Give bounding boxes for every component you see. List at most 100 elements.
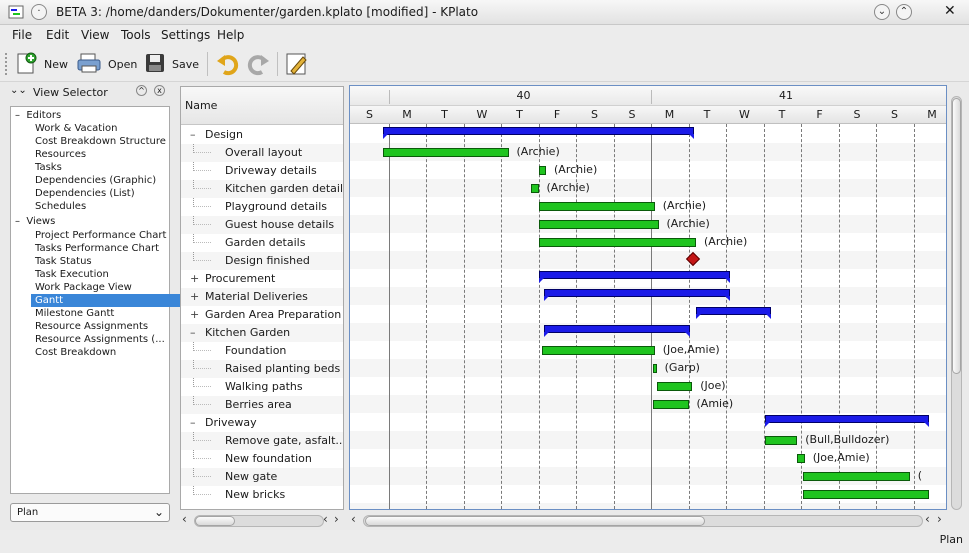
- gantt-task-bar[interactable]: [797, 454, 805, 463]
- gantt-task-bar[interactable]: [652, 400, 689, 409]
- view-item[interactable]: Work & Vacation: [35, 123, 118, 134]
- close-panel-icon[interactable]: x: [154, 85, 165, 96]
- task-row[interactable]: Raised planting beds: [181, 360, 343, 378]
- gantt-task-bar[interactable]: [802, 490, 929, 499]
- gantt-task-bar[interactable]: [531, 184, 539, 193]
- expand-icon[interactable]: +: [190, 290, 200, 303]
- scroll-left-icon[interactable]: ‹: [925, 512, 930, 526]
- gantt-task-bar[interactable]: [542, 346, 655, 355]
- gantt-hscroll[interactable]: ‹ ‹ ›: [351, 512, 949, 528]
- float-icon[interactable]: ^: [136, 85, 147, 96]
- view-item[interactable]: Dependencies (Graphic): [35, 175, 157, 186]
- column-header-name[interactable]: Name: [181, 87, 343, 125]
- task-row[interactable]: Driveway details: [181, 162, 343, 180]
- view-item[interactable]: Resources: [35, 149, 87, 160]
- gantt-task-bar[interactable]: [538, 202, 655, 211]
- app-icon[interactable]: [8, 4, 24, 20]
- open-button[interactable]: Open: [76, 50, 137, 78]
- collapse-icon[interactable]: –: [190, 416, 196, 429]
- task-row[interactable]: Design finished: [181, 252, 343, 270]
- gantt-summary-bar[interactable]: [696, 307, 771, 319]
- scroll-right-icon[interactable]: ›: [937, 512, 942, 526]
- category-editors[interactable]: – Editors: [15, 109, 61, 122]
- view-item[interactable]: Tasks Performance Chart: [35, 243, 159, 254]
- view-item[interactable]: Task Status: [35, 256, 92, 267]
- task-row[interactable]: +Material Deliveries: [181, 288, 343, 306]
- scroll-thumb[interactable]: [195, 516, 235, 526]
- task-row[interactable]: Remove gate, asfalt...: [181, 432, 343, 450]
- task-row[interactable]: +Garden Area Preparation: [181, 306, 343, 324]
- undo-icon[interactable]: [216, 52, 240, 79]
- view-item[interactable]: Dependencies (List): [35, 188, 135, 199]
- task-row[interactable]: Foundation: [181, 342, 343, 360]
- view-item[interactable]: Tasks: [35, 162, 62, 173]
- task-row[interactable]: Garden details: [181, 234, 343, 252]
- view-item-gantt-selected[interactable]: Gantt: [31, 294, 189, 307]
- task-row[interactable]: New foundation: [181, 450, 343, 468]
- gantt-vscroll[interactable]: [950, 96, 963, 510]
- gantt-task-bar[interactable]: [382, 148, 509, 157]
- task-row[interactable]: New bricks: [181, 486, 343, 504]
- view-item[interactable]: Schedules: [35, 201, 87, 212]
- expand-icon[interactable]: +: [190, 308, 200, 321]
- gantt-summary-bar[interactable]: [765, 415, 929, 427]
- task-row[interactable]: +Procurement: [181, 270, 343, 288]
- view-item[interactable]: Work Package View: [35, 282, 132, 293]
- menu-settings[interactable]: Settings: [161, 28, 211, 42]
- task-row[interactable]: –Kitchen Garden: [181, 324, 343, 342]
- gantt-summary-bar[interactable]: [382, 127, 695, 139]
- gantt-task-bar[interactable]: [802, 472, 910, 481]
- view-item[interactable]: Task Execution: [35, 269, 109, 280]
- menu-tools[interactable]: Tools: [121, 28, 151, 42]
- menu-file[interactable]: File: [12, 28, 33, 42]
- menu-view[interactable]: View: [81, 28, 110, 42]
- scroll-left-icon[interactable]: ‹: [351, 512, 356, 526]
- scroll-thumb[interactable]: [365, 516, 705, 526]
- view-item[interactable]: Resource Assignments: [35, 321, 149, 332]
- collapse-icon[interactable]: –: [15, 216, 27, 227]
- gantt-task-bar[interactable]: [538, 220, 659, 229]
- gantt-task-bar[interactable]: [656, 382, 693, 391]
- task-row[interactable]: Kitchen garden details: [181, 180, 343, 198]
- scroll-left-icon[interactable]: ‹: [182, 512, 187, 526]
- scroll-left-icon[interactable]: ‹: [323, 512, 328, 526]
- view-item[interactable]: Cost Breakdown: [35, 347, 117, 358]
- save-button[interactable]: Save: [144, 50, 199, 78]
- close-icon[interactable]: ✕: [944, 3, 956, 19]
- task-row[interactable]: Walking paths: [181, 378, 343, 396]
- task-row[interactable]: Guest house details: [181, 216, 343, 234]
- view-item[interactable]: Milestone Gantt: [35, 308, 115, 319]
- chevron-down-icon[interactable]: ⌄⌄: [10, 85, 27, 96]
- task-row[interactable]: Berries area: [181, 396, 343, 414]
- collapse-icon[interactable]: –: [190, 326, 196, 339]
- gantt-summary-bar[interactable]: [538, 271, 731, 283]
- view-item[interactable]: Cost Breakdown Structure: [35, 136, 166, 147]
- collapse-icon[interactable]: –: [15, 110, 27, 121]
- menu-circle-icon[interactable]: ·: [31, 4, 47, 20]
- gantt-summary-bar[interactable]: [544, 289, 730, 301]
- schedule-select[interactable]: Plan ⌄: [10, 503, 170, 522]
- edit-pencil-icon[interactable]: [285, 51, 309, 80]
- redo-icon[interactable]: [246, 52, 270, 79]
- menu-help[interactable]: Help: [217, 28, 245, 42]
- task-row[interactable]: Overall layout: [181, 144, 343, 162]
- view-item[interactable]: Project Performance Chart: [35, 230, 167, 241]
- maximize-icon[interactable]: ⌃: [896, 4, 912, 20]
- toolbar-handle[interactable]: [5, 53, 9, 75]
- menu-edit[interactable]: Edit: [46, 28, 70, 42]
- collapse-icon[interactable]: –: [190, 128, 196, 141]
- view-item[interactable]: Resource Assignments (...: [35, 334, 165, 345]
- scroll-right-icon[interactable]: ›: [334, 512, 339, 526]
- task-row[interactable]: –Driveway: [181, 414, 343, 432]
- gantt-summary-bar[interactable]: [544, 325, 691, 337]
- scroll-thumb[interactable]: [952, 98, 961, 374]
- category-views[interactable]: – Views: [15, 215, 55, 228]
- gantt-task-bar[interactable]: [765, 436, 798, 445]
- gantt-task-bar[interactable]: [538, 166, 546, 175]
- task-table-hscroll[interactable]: ‹ ‹ ›: [182, 512, 344, 528]
- task-row[interactable]: New gate: [181, 468, 343, 486]
- minimize-icon[interactable]: ⌄: [874, 4, 890, 20]
- gantt-task-bar[interactable]: [538, 238, 696, 247]
- task-row[interactable]: Playground details: [181, 198, 343, 216]
